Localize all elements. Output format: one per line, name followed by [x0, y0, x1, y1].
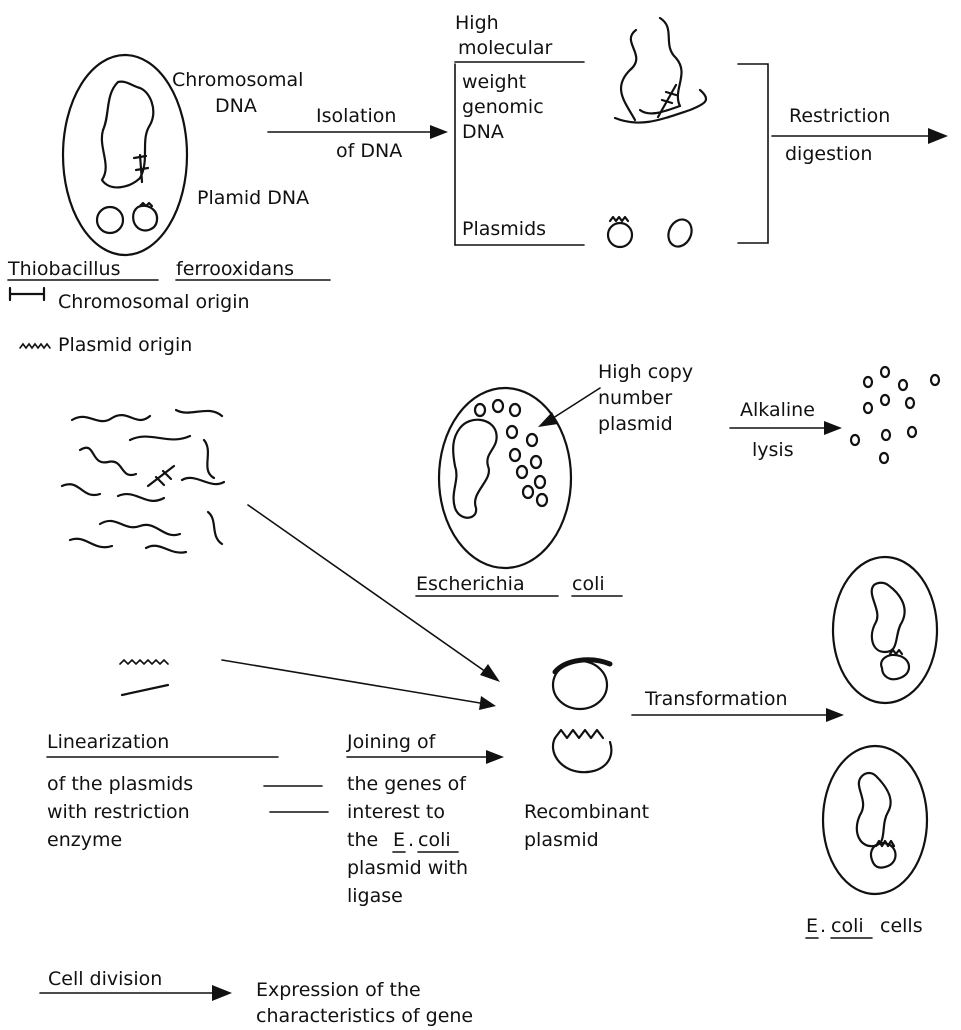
- joining-label-line1: Joining of: [346, 731, 437, 753]
- hmw-label-line2: molecular: [458, 37, 553, 59]
- high-copy-label-line3: plasmid: [598, 413, 673, 435]
- ecoli-cells-dot: .: [820, 915, 826, 937]
- joining-label-line4-the: the: [347, 829, 378, 851]
- joining-label-line5: plasmid with: [347, 857, 468, 879]
- linearization-label-line3: with restriction: [47, 801, 190, 823]
- hmw-label-line3: weight: [462, 71, 526, 93]
- expression-label-line1: Expression of the: [256, 979, 421, 1001]
- hmw-label-line4: genomic: [462, 96, 544, 118]
- legend: Chromosomal origin Plasmid origin: [10, 288, 250, 356]
- recombinant-label-line1: Recombinant: [524, 801, 649, 823]
- thiobacillus-genus: Thiobacillus: [7, 258, 120, 280]
- linearization-label-line1: Linearization: [47, 731, 169, 753]
- joining-label-line4-coli: coli: [418, 829, 451, 851]
- recombinant-plasmids: [553, 660, 611, 772]
- isolation-label-line1: Isolation: [316, 105, 396, 127]
- recombinant-label-line2: plasmid: [524, 829, 599, 851]
- chromosomal-dna-label-line1: Chromosomal: [172, 69, 303, 91]
- linear-plasmid-fragment-2: [122, 685, 168, 695]
- isolated-plasmid-1: [608, 223, 632, 247]
- transformed-ecoli-cell-2: [823, 746, 927, 894]
- thiobacillus-cell: [63, 55, 187, 255]
- genomic-dna-strands: [615, 18, 706, 123]
- hmw-label-line5: DNA: [462, 121, 504, 143]
- joining-label-line2: the genes of: [347, 773, 467, 795]
- joining-label-line3: interest to: [347, 801, 445, 823]
- digested-genomic-dna-fragments: [62, 410, 224, 553]
- cell-division-label: Cell division: [48, 968, 162, 990]
- ecoli-cells-coli: coli: [831, 915, 864, 937]
- alkaline-label-line1: Alkaline: [740, 399, 815, 421]
- thiobacillus-chromosome: [102, 82, 153, 188]
- thiobacillus-plasmid-2: [133, 203, 157, 230]
- hmw-label-line1: High: [455, 12, 499, 34]
- ecoli-cells-e: E: [806, 915, 818, 937]
- alkaline-label-line2: lysis: [752, 439, 794, 461]
- restriction-label-line2: digestion: [785, 143, 872, 165]
- transformed-ecoli-cell-1: [833, 557, 937, 703]
- plasmids-label: Plasmids: [462, 218, 546, 240]
- joining-label-line4-e: E: [393, 829, 405, 851]
- isolated-plasmid-2: [664, 216, 696, 251]
- plasmid-dna-label: Plamid DNA: [197, 187, 309, 209]
- joining-label-line6: ligase: [347, 885, 403, 907]
- ecoli-chromosome: [453, 420, 496, 518]
- linearization-label-line2: of the plasmids: [47, 773, 193, 795]
- transformation-label: Transformation: [644, 688, 788, 710]
- isolated-plasmid-1-origin: [610, 217, 628, 221]
- high-copy-label-line2: number: [598, 387, 672, 409]
- expression-label-line2: characteristics of gene: [256, 1005, 473, 1027]
- thiobacillus-plasmid-1: [97, 207, 123, 233]
- linearization-label-line4: enzyme: [47, 829, 122, 851]
- ecoli-species: coli: [572, 573, 605, 595]
- legend-chromosomal-origin: Chromosomal origin: [58, 291, 250, 313]
- chromosomal-origin-symbol-icon: [10, 288, 44, 300]
- restriction-label-line1: Restriction: [789, 105, 890, 127]
- plasmid-origin-symbol-icon: [20, 344, 50, 348]
- linear-plasmid-fragment-1: [120, 660, 168, 664]
- lysed-plasmids: [851, 367, 939, 463]
- isolation-label-line2: of DNA: [336, 140, 402, 162]
- high-copy-label-line1: High copy: [598, 361, 693, 383]
- chromosomal-dna-label-line2: DNA: [215, 95, 257, 117]
- thiobacillus-species: ferrooxidans: [176, 258, 294, 280]
- ecoli-cells-rest: cells: [880, 915, 923, 937]
- legend-plasmid-origin: Plasmid origin: [58, 334, 192, 356]
- ecoli-genus: Escherichia: [416, 573, 525, 595]
- joining-label-line4-dot: .: [408, 829, 414, 851]
